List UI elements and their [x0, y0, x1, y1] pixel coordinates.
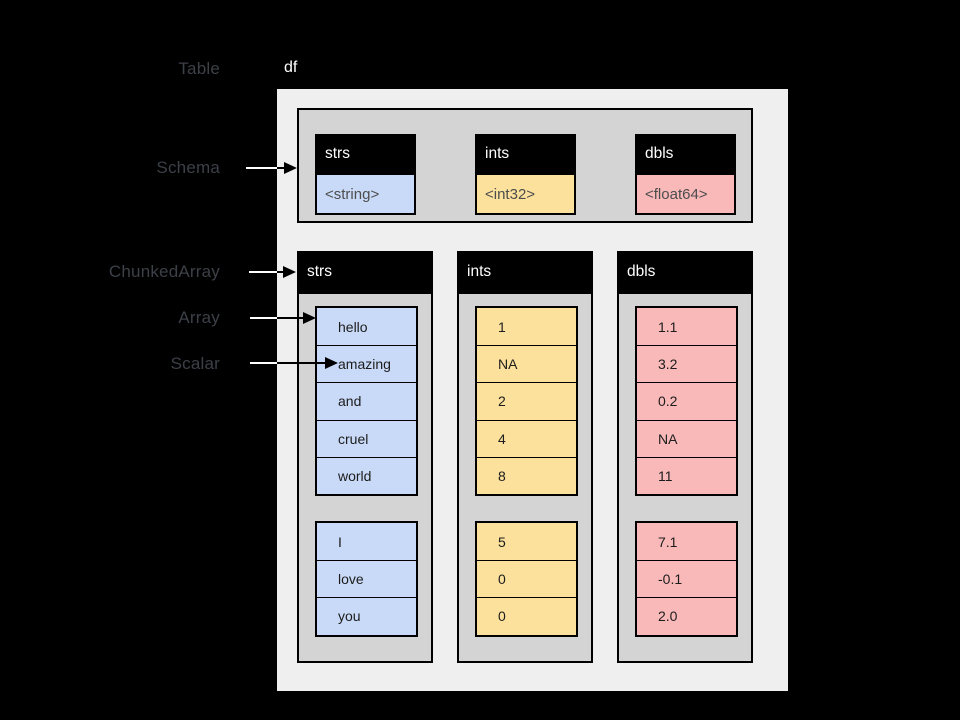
array-cell: NA [477, 345, 576, 383]
array-cell: 1.1 [637, 308, 736, 346]
label-array: Array [178, 308, 220, 327]
schema-field-type: <int32> [475, 173, 576, 215]
array-cell: I [317, 523, 416, 561]
array-cell: 0 [477, 560, 576, 598]
label-scalar: Scalar [170, 354, 220, 373]
label-chunkedarray: ChunkedArray [108, 262, 220, 281]
schema-field-type: <float64> [635, 173, 736, 215]
label-schema: Schema [156, 158, 220, 177]
array-cell: 8 [477, 456, 576, 494]
schema-field-name: ints [475, 134, 576, 173]
table-box: strs<string>ints<int32>dbls<float64> str… [277, 89, 788, 691]
array-cell: world [317, 456, 416, 494]
array-cell: you [317, 597, 416, 635]
table-name: df [284, 59, 298, 76]
array-cell: 3.2 [637, 345, 736, 383]
array-cell: 0 [477, 597, 576, 635]
array-cell: 7.1 [637, 523, 736, 561]
column-header: ints [457, 251, 593, 292]
schema-field-dbls: dbls<float64> [635, 134, 736, 215]
array-cell: 2.0 [637, 597, 736, 635]
array-cell: 0.2 [637, 382, 736, 420]
array-cell: 1 [477, 308, 576, 346]
array-cell: 2 [477, 382, 576, 420]
array-cell: and [317, 382, 416, 420]
array-cell: -0.1 [637, 560, 736, 598]
schema-field-strs: strs<string> [315, 134, 416, 215]
column-header: strs [297, 251, 433, 292]
array-cell: 11 [637, 456, 736, 494]
schema-field-ints: ints<int32> [475, 134, 576, 215]
array-cell: amazing [317, 345, 416, 383]
array-cell: hello [317, 308, 416, 346]
array-cell: cruel [317, 419, 416, 457]
array-cell: love [317, 560, 416, 598]
label-table: Table [178, 59, 220, 78]
schema-box: strs<string> ints<int32> dbls<float64> [297, 108, 753, 223]
array-cell: 5 [477, 523, 576, 561]
array-cell: NA [637, 419, 736, 457]
schema-field-type: <string> [315, 173, 416, 215]
schema-field-name: strs [315, 134, 416, 173]
array-cell: 4 [477, 419, 576, 457]
column-header: dbls [617, 251, 753, 292]
schema-field-name: dbls [635, 134, 736, 173]
